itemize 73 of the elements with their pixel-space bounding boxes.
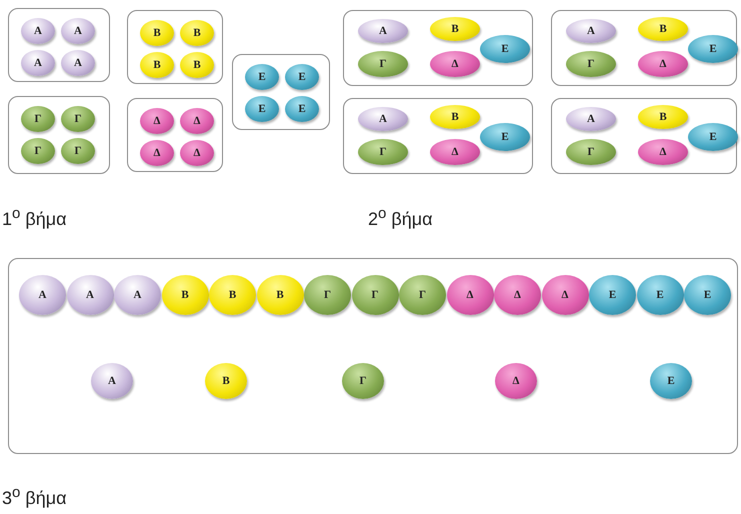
letter-disc: Α	[566, 19, 616, 43]
letter-disc: Γ	[399, 275, 446, 315]
letter-disc: Ε	[480, 123, 530, 151]
letter-disc: Ε	[285, 96, 319, 122]
letter-disc: Γ	[21, 106, 55, 132]
letter-disc: Β	[162, 275, 208, 315]
letter-disc: Ε	[245, 96, 279, 122]
step-label: 1$^{o}$ βήμα	[2, 205, 67, 230]
group-box	[232, 54, 330, 130]
letter-disc: Β	[140, 20, 174, 46]
group-box	[551, 98, 737, 174]
letter-disc: Β	[430, 17, 480, 41]
group-box	[551, 10, 737, 86]
letter-disc: Γ	[61, 106, 95, 132]
letter-disc: Α	[114, 275, 161, 315]
letter-disc: Β	[180, 52, 214, 78]
letter-disc: Α	[566, 107, 616, 131]
letter-disc: Α	[21, 18, 55, 44]
letter-disc: Α	[358, 19, 408, 43]
letter-disc: Α	[91, 363, 133, 399]
letter-disc: Δ	[180, 108, 214, 134]
letter-disc: Δ	[180, 140, 214, 166]
letter-disc: Α	[19, 275, 66, 315]
letter-disc: Β	[430, 105, 480, 129]
letter-disc: Α	[21, 50, 55, 76]
group-box	[127, 98, 223, 172]
letter-disc: Γ	[21, 138, 55, 164]
letter-disc: Ε	[285, 64, 319, 90]
group-box	[127, 10, 223, 84]
letter-disc: Β	[140, 52, 174, 78]
letter-disc: Γ	[61, 138, 95, 164]
letter-disc: Δ	[430, 51, 480, 77]
letter-disc: Δ	[542, 275, 588, 315]
letter-disc: Γ	[566, 139, 616, 165]
letter-disc: Δ	[140, 140, 174, 166]
letter-disc: Ε	[684, 275, 731, 315]
letter-disc: Ε	[650, 363, 692, 399]
letter-disc: Ε	[636, 275, 684, 315]
letter-disc: Α	[66, 275, 114, 315]
letter-disc: Β	[256, 275, 304, 315]
letter-disc: Β	[638, 105, 688, 129]
letter-disc: Δ	[638, 139, 688, 165]
step-label: 2$^{o}$ βήμα	[368, 205, 433, 230]
letter-disc: Ε	[480, 35, 530, 63]
letter-disc: Δ	[446, 275, 494, 315]
letter-disc: Β	[205, 363, 247, 399]
letter-disc: Γ	[358, 51, 408, 77]
group-box	[8, 8, 110, 82]
letter-disc: Β	[180, 20, 214, 46]
letter-disc: Α	[358, 107, 408, 131]
letter-disc: Δ	[495, 363, 537, 399]
letter-disc: Ε	[589, 275, 636, 315]
step-label: 3$^{o}$ βήμα	[2, 484, 67, 509]
letter-disc: Δ	[140, 108, 174, 134]
group-box	[8, 258, 738, 454]
group-box	[343, 98, 533, 174]
letter-disc: Ε	[688, 123, 738, 151]
letter-disc: Ε	[245, 64, 279, 90]
letter-disc: Δ	[430, 139, 480, 165]
letter-disc: Β	[638, 17, 688, 41]
group-box	[8, 96, 110, 174]
group-box	[343, 10, 533, 86]
letter-disc: Α	[61, 18, 95, 44]
letter-disc: Δ	[638, 51, 688, 77]
letter-disc: Γ	[358, 139, 408, 165]
letter-disc: Γ	[342, 363, 384, 399]
letter-disc: Γ	[304, 275, 351, 315]
letter-disc: Γ	[352, 275, 398, 315]
letter-disc: Β	[209, 275, 256, 315]
letter-disc: Ε	[688, 35, 738, 63]
letter-disc: Α	[61, 50, 95, 76]
letter-disc: Δ	[494, 275, 541, 315]
letter-disc: Γ	[566, 51, 616, 77]
